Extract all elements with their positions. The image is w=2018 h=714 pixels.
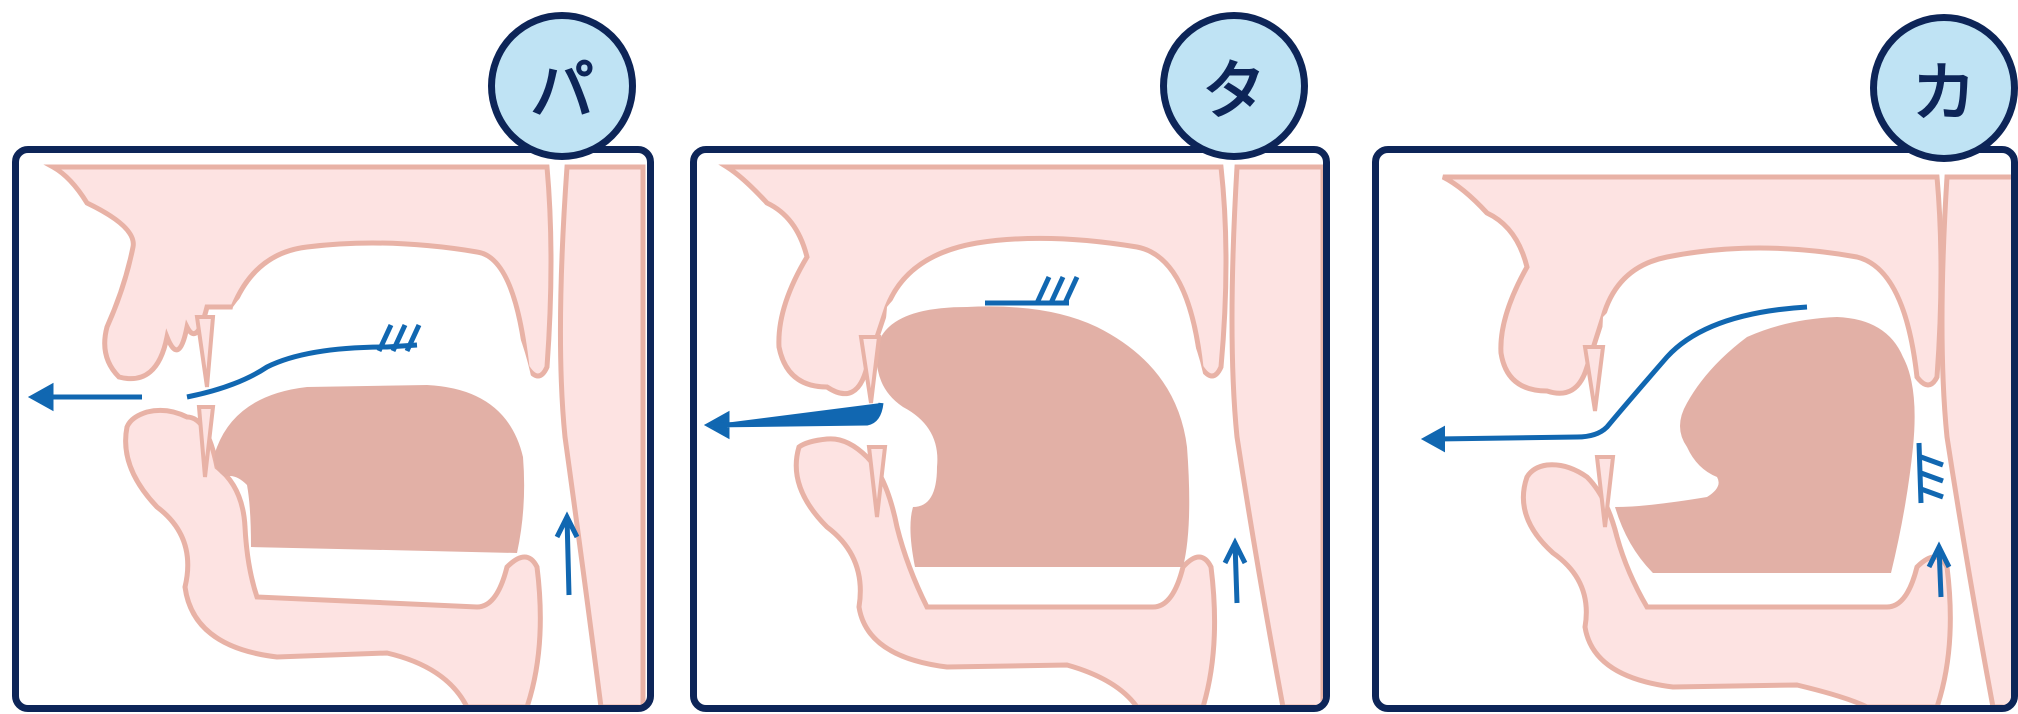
- badge-ta: タ: [1160, 12, 1308, 160]
- upper-teeth: [197, 317, 213, 387]
- airflow-out-arrow: [33, 387, 142, 407]
- diagram-frame-ta: [690, 146, 1330, 712]
- diagram-frame-ka: [1372, 146, 2018, 712]
- panel-ka: カ: [1360, 0, 2018, 714]
- panel-ta: タ: [680, 0, 1360, 714]
- breath-up-arrow: [557, 517, 577, 595]
- mouth-cross-section-pa: [19, 153, 654, 712]
- airflow-out-arrow: [1425, 429, 1443, 449]
- diagram-frame-pa: [12, 146, 654, 712]
- airflow-out-arrow: [709, 403, 881, 435]
- breath-up-arrow: [1225, 543, 1245, 603]
- badge-ka: カ: [1870, 14, 2018, 162]
- mouth-cross-section-ta: [697, 153, 1330, 712]
- vibration-marks: [1919, 443, 1943, 503]
- pharynx-wall: [1232, 167, 1323, 707]
- badge-pa: パ: [488, 12, 636, 160]
- tongue: [214, 385, 524, 553]
- pharynx-wall: [560, 167, 643, 707]
- panel-pa: パ: [0, 0, 680, 714]
- pharynx-wall: [1942, 177, 2018, 707]
- mouth-cross-section-ka: [1379, 153, 2018, 712]
